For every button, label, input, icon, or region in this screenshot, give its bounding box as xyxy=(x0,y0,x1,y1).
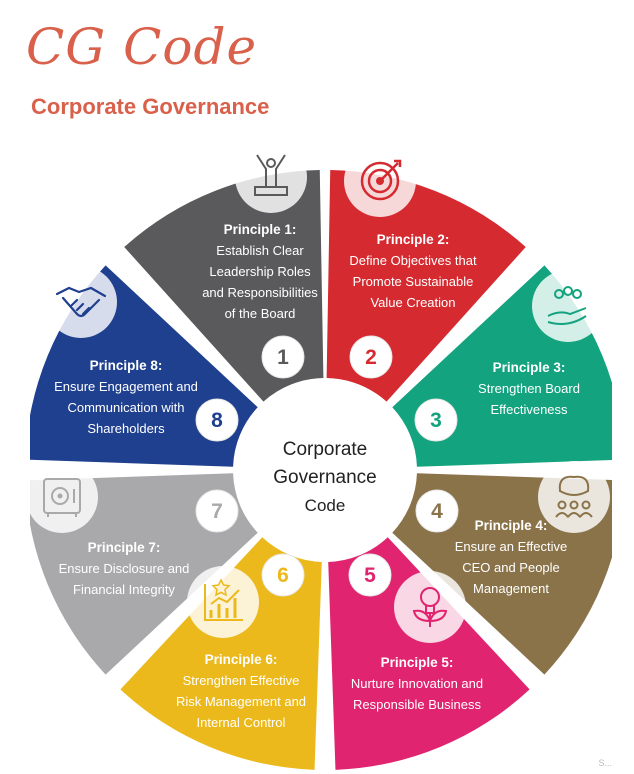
principle-2-label: Principle 2: Define Objectives thatPromot… xyxy=(349,232,477,310)
principle-7-label: Principle 7: Ensure Disclosure andFinanci… xyxy=(59,540,190,597)
principle-desc-line: Ensure an Effective xyxy=(455,539,568,554)
badge-circle xyxy=(414,398,458,442)
target-icon xyxy=(344,145,416,217)
principle-number: 5 xyxy=(364,564,376,587)
principle-desc-line: CEO and People xyxy=(462,560,560,575)
principle-number: 8 xyxy=(211,409,223,432)
principle-desc-line: Strengthen Effective xyxy=(183,673,300,688)
principle-number: 4 xyxy=(431,500,443,523)
handshake-icon xyxy=(45,266,117,338)
principle-desc-line: Define Objectives that xyxy=(349,253,477,268)
team-hand-icon xyxy=(532,270,604,342)
principle-desc-line: and Responsibilities xyxy=(202,285,318,300)
principle-3-label: Principle 3: Strengthen BoardEffectivenes… xyxy=(478,360,580,417)
principle-title: Principle 7: xyxy=(88,540,161,555)
principle-desc-line: Ensure Disclosure and xyxy=(59,561,190,576)
principle-desc-line: Management xyxy=(473,581,549,596)
badge-circle xyxy=(261,335,305,379)
principle-8-label: Principle 8: Ensure Engagement andCommuni… xyxy=(54,358,198,436)
badge-principle-2: 2 xyxy=(349,335,393,379)
principle-desc-line: Establish Clear xyxy=(216,243,304,258)
principle-5-label: Principle 5: Nurture Innovation andRespon… xyxy=(351,655,483,712)
badge-circle xyxy=(348,553,392,597)
badge-principle-5: 5 xyxy=(348,553,392,597)
badge-principle-6: 6 xyxy=(261,553,305,597)
principle-desc-line: Financial Integrity xyxy=(73,582,175,597)
badge-circle xyxy=(195,398,239,442)
center-line-2: Governance xyxy=(273,467,377,488)
principle-title: Principle 8: xyxy=(90,358,163,373)
badge-circle xyxy=(349,335,393,379)
principle-desc-line: Shareholders xyxy=(87,421,165,436)
principle-desc-line: Responsible Business xyxy=(353,697,481,712)
principle-title: Principle 5: xyxy=(381,655,454,670)
center-line-3: Code xyxy=(305,496,346,515)
badge-circle xyxy=(261,553,305,597)
badge-principle-3: 3 xyxy=(414,398,458,442)
lightbulb-plant-icon xyxy=(394,571,466,643)
principle-desc-line: Nurture Innovation and xyxy=(351,676,483,691)
principle-desc-line: Internal Control xyxy=(197,715,286,730)
principle-desc-line: Effectiveness xyxy=(490,402,568,417)
safe-icon xyxy=(26,461,98,533)
chart-star-icon xyxy=(187,566,259,638)
principle-title: Principle 1: xyxy=(224,222,297,237)
badge-circle xyxy=(195,489,239,533)
principle-desc-line: Leadership Roles xyxy=(209,264,311,279)
principle-desc-line: Promote Sustainable xyxy=(353,274,474,289)
principle-number: 6 xyxy=(277,564,289,587)
principle-desc-line: of the Board xyxy=(225,306,296,321)
principle-desc-line: Risk Management and xyxy=(176,694,306,709)
badge-circle xyxy=(415,489,459,533)
badge-principle-7: 7 xyxy=(195,489,239,533)
principle-desc-line: Strengthen Board xyxy=(478,381,580,396)
principle-title: Principle 3: xyxy=(493,360,566,375)
principle-number: 3 xyxy=(430,409,442,432)
watermark: S... xyxy=(598,758,612,768)
logo-cg-code: CG Code xyxy=(26,18,258,76)
leader-podium-icon xyxy=(235,141,307,213)
principle-number: 1 xyxy=(277,346,289,369)
principle-desc-line: Value Creation xyxy=(370,295,455,310)
principle-title: Principle 2: xyxy=(377,232,450,247)
badge-principle-4: 4 xyxy=(415,489,459,533)
center-line-1: Corporate xyxy=(283,439,368,460)
segment-principle-6 xyxy=(120,537,322,770)
principle-number: 7 xyxy=(211,500,223,523)
principle-number: 2 xyxy=(365,346,377,369)
brain-people-icon xyxy=(538,461,610,533)
segment-principle-5 xyxy=(328,537,530,770)
badge-principle-1: 1 xyxy=(261,335,305,379)
principle-desc-line: Communication with xyxy=(67,400,184,415)
principle-title: Principle 4: xyxy=(475,518,548,533)
center-disc xyxy=(237,382,413,558)
principle-desc-line: Ensure Engagement and xyxy=(54,379,198,394)
principle-title: Principle 6: xyxy=(205,652,278,667)
page-subtitle: Corporate Governance xyxy=(31,94,270,119)
badge-principle-8: 8 xyxy=(195,398,239,442)
